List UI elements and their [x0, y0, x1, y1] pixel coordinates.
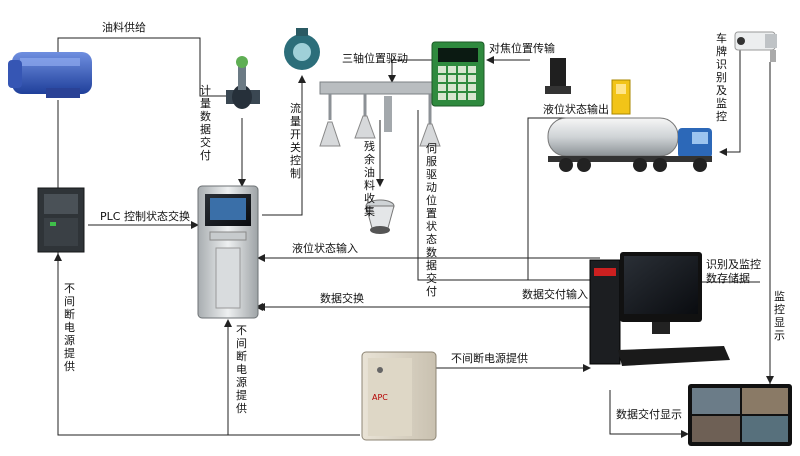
controller-key [468, 84, 476, 91]
label-plate-recog: 车牌识别及监控 [716, 31, 727, 123]
drive-controller [431, 41, 485, 107]
controller-key [438, 84, 446, 91]
controller-key [468, 75, 476, 82]
label-residual: 残余油料收集 [364, 139, 375, 218]
controller-key [448, 84, 456, 91]
flow-meter [226, 56, 260, 109]
plate-camera [734, 31, 777, 62]
tanker-truck [547, 117, 712, 172]
label-three-axis: 三轴位置驱动 [342, 51, 408, 65]
workstation-pc [589, 252, 730, 366]
plc-unit [37, 187, 85, 253]
label-level-output: 液位状态输出 [543, 102, 609, 116]
label-meter-data: 计量数据交付 [200, 84, 211, 162]
controller-key [468, 93, 476, 100]
controller-key [458, 66, 466, 73]
controller-key [468, 66, 476, 73]
label-oil-supply: 油料供给 [102, 20, 146, 34]
label-focus-transfer: 对焦位置传输 [489, 41, 555, 55]
residual-oil-collector [365, 199, 395, 234]
controller-key [448, 93, 456, 100]
three-axis-gantry [319, 81, 451, 147]
metering-kiosk [197, 185, 259, 319]
label-data-delivery-input: 数据交付输入 [522, 287, 588, 301]
monitor-display [688, 384, 792, 446]
ups-unit [361, 351, 437, 441]
controller-key [448, 75, 456, 82]
controller-key [438, 93, 446, 100]
label-monitor-display: 监控显示 [774, 290, 785, 342]
controller-key [458, 93, 466, 100]
controller-key [448, 66, 456, 73]
flow-switch-valve [284, 28, 320, 70]
label-ups-mid: 不间断电源提供 [236, 324, 247, 415]
controller-key [458, 84, 466, 91]
oil-pump [8, 52, 92, 98]
label-plc: PLC 控制状态交换 [100, 209, 190, 223]
label-data-exchange: 数据交换 [320, 291, 364, 305]
level-sensor [611, 79, 631, 115]
label-flow-switch: 流量开关控制 [290, 101, 301, 180]
label-data-display: 数据交付显示 [616, 407, 682, 421]
ups-brand-logo: APC [372, 393, 388, 402]
controller-key [438, 75, 446, 82]
controller-key [458, 75, 466, 82]
focus-camera [545, 58, 571, 94]
label-ups-left: 不间断电源提供 [64, 282, 75, 373]
label-ups-right: 不间断电源提供 [451, 351, 528, 365]
label-recog-store: 识别及监控数存储据 [706, 257, 761, 285]
label-level-input: 液位状态输入 [292, 241, 358, 255]
controller-key [438, 66, 446, 73]
label-servo: 伺服驱动位置状态数据交付 [426, 142, 437, 298]
